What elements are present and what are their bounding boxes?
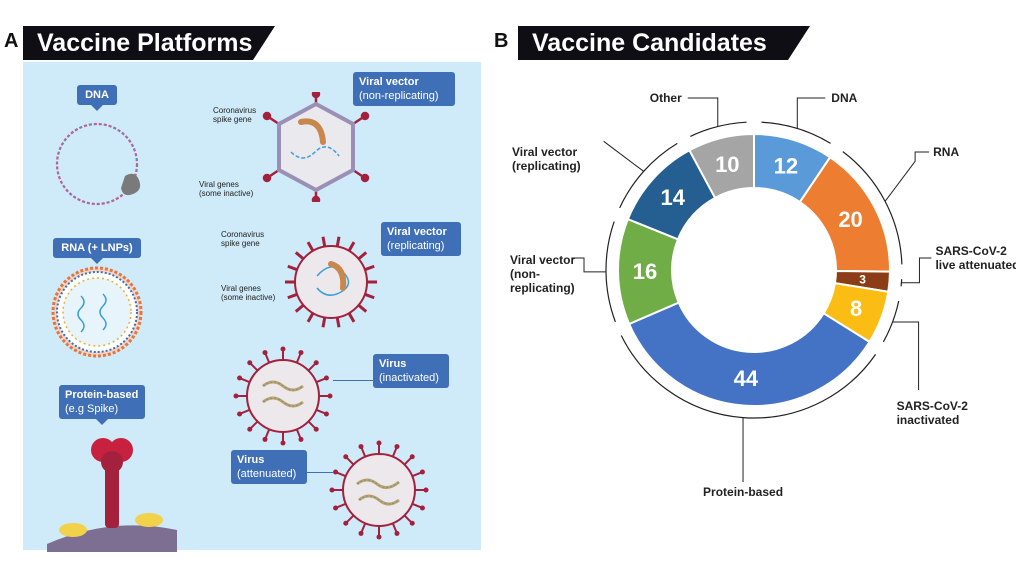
callout-label-0: DNA: [831, 91, 857, 105]
virus-attenuated-line1: Virus: [237, 454, 265, 466]
protein-tag-line2: (e.g Spike): [65, 403, 119, 415]
dna-tag: DNA: [77, 85, 117, 111]
rna-tag: RNA (+ LNPs): [53, 238, 141, 264]
viral-vector-nonrep-line2: (non-replicating): [359, 90, 439, 102]
panel-a-letter: A: [4, 30, 19, 52]
callout-leader-5: [572, 257, 607, 273]
virus-inactivated-line1: Virus: [379, 358, 407, 370]
callout-leader-2: [901, 257, 932, 284]
virus-inactivated-tag: Virus (inactivated): [373, 354, 449, 388]
viral-genes-note-1: Viral genes(some inactive): [199, 180, 254, 198]
donut-value-label-6: 14: [661, 185, 686, 210]
donut-value-label-5: 16: [633, 259, 657, 284]
callout-leader-6: [603, 140, 644, 172]
donut-slice-7: [688, 132, 755, 200]
donut-value-label-2: 3: [859, 272, 866, 286]
virus-attenuated-connector: [307, 472, 333, 473]
callout-label-1: RNA: [933, 145, 959, 159]
callout-bracket-6: [619, 142, 678, 209]
callout-leader-1: [884, 151, 930, 202]
donut-value-label-0: 12: [774, 153, 798, 178]
viral-vector-rep-line1: Viral vector: [387, 226, 447, 238]
dna-tag-label: DNA: [85, 89, 109, 101]
callout-bracket-5: [605, 221, 616, 323]
callout-bracket-7: [690, 121, 747, 137]
callout-label-7: Other: [650, 91, 682, 105]
protein-tag-line1: Protein-based: [65, 389, 139, 401]
callout-label-4: Protein-based: [703, 485, 783, 499]
rna-tag-label: RNA (+ LNPs): [61, 242, 133, 254]
callout-bracket-4: [620, 335, 877, 419]
dna-plasmid-illustration: [55, 122, 141, 206]
donut-value-label-4: 44: [734, 366, 759, 391]
viral-vector-nonrep-illustration: [262, 92, 370, 202]
virus-inactivated-connector: [333, 380, 375, 381]
rna-lnp-illustration: [51, 266, 143, 358]
donut-slice-4: [627, 301, 871, 407]
callout-label-6: Viral vector(replicating): [512, 145, 581, 173]
callout-leader-3: [892, 321, 920, 390]
virus-attenuated-line2: (attenuated): [237, 468, 297, 480]
donut-value-label-3: 8: [850, 296, 862, 321]
donut-value-label-7: 10: [715, 152, 739, 177]
viral-vector-rep-illustration: [285, 236, 377, 328]
virus-attenuated-tag: Virus (attenuated): [231, 450, 307, 484]
panel-a-title: Vaccine Platforms: [23, 26, 275, 60]
viral-genes-note-2: Viral genes(some inactive): [221, 284, 276, 302]
viral-vector-nonrep-line1: Viral vector: [359, 76, 419, 88]
vaccine-platforms-panel: DNA RNA (+ LNPs) Protein-based (e.g Spik…: [23, 62, 481, 552]
panel-b-letter: B: [494, 30, 509, 52]
virus-inactivated-illustration: [233, 346, 333, 446]
virus-attenuated-illustration: [329, 440, 429, 540]
callout-label-5: Viral vector(non-replicating): [510, 253, 575, 295]
viral-vector-rep-tag: Viral vector (replicating): [381, 222, 461, 256]
viral-vector-nonrep-tag: Viral vector (non-replicating): [353, 72, 455, 106]
callout-bracket-3: [882, 300, 900, 343]
callout-leader-7: [687, 97, 719, 127]
callout-bracket-1: [842, 151, 903, 265]
donut-value-label-1: 20: [838, 207, 862, 232]
protein-tag: Protein-based (e.g Spike): [59, 385, 145, 425]
viral-vector-rep-line2: (replicating): [387, 240, 445, 252]
panel-b-title: Vaccine Candidates: [518, 26, 810, 60]
virus-inactivated-line2: (inactivated): [379, 372, 439, 384]
callout-leader-0: [796, 97, 826, 129]
spike-protein-illustration: [47, 438, 177, 552]
